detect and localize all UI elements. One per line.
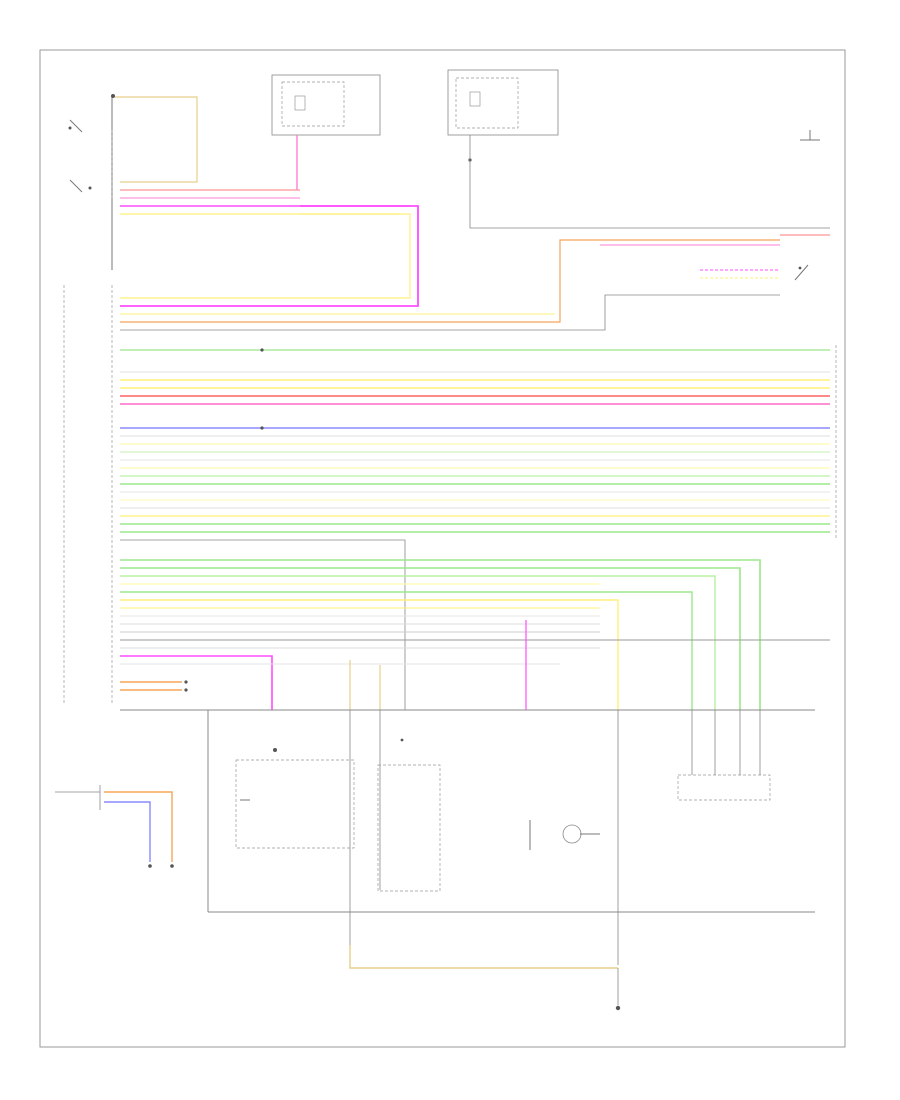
wire-bus [120, 348, 830, 710]
door-harness [120, 709, 815, 913]
wires-top-left [115, 96, 410, 215]
diagram-frame [39, 49, 846, 1048]
left-lower-connector [148, 864, 174, 868]
fuse-box-1 [271, 74, 381, 190]
left-mirror-assembly [529, 710, 771, 965]
wires-magenta-bracket [120, 205, 780, 331]
left-control-module [63, 285, 113, 705]
instrument-cluster [55, 785, 173, 862]
switch-top-left [68, 94, 115, 270]
ground-point [349, 945, 621, 1011]
right-upper-component [600, 130, 830, 281]
fuse-box-2 [447, 69, 830, 229]
left-front-door-assembly [235, 710, 441, 965]
